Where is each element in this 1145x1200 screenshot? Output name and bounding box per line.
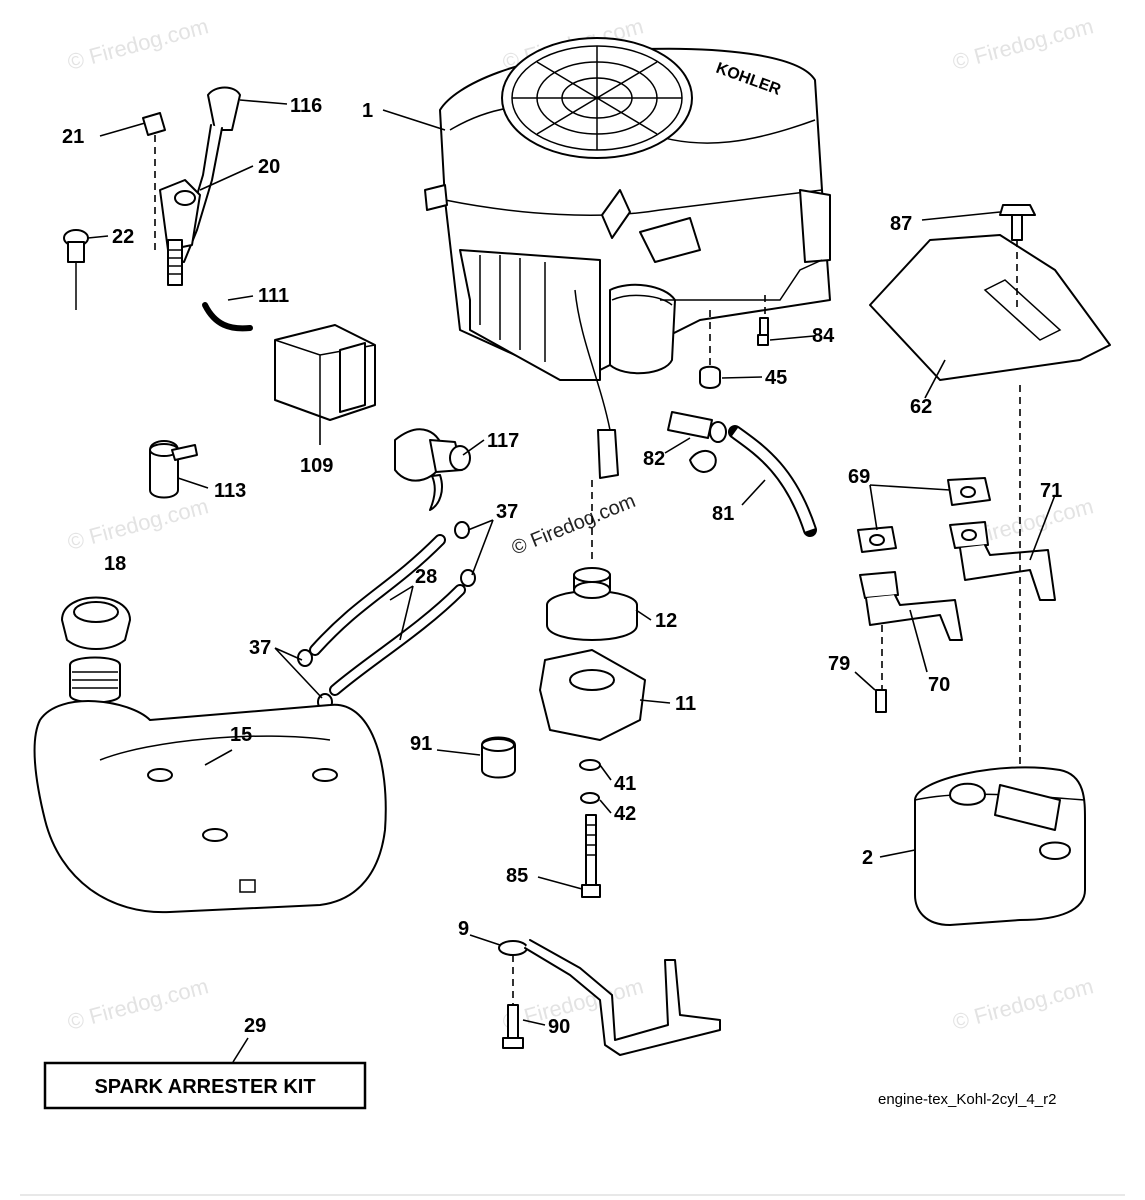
callout-45: 45 (765, 367, 787, 389)
callout-81: 81 (712, 503, 734, 525)
callout-20: 20 (258, 156, 280, 178)
callout-70: 70 (928, 674, 950, 696)
callout-84: 84 (812, 325, 835, 347)
callout-42: 42 (614, 803, 636, 825)
callout-11: 11 (675, 693, 696, 715)
callout-82: 82 (643, 448, 665, 470)
callout-37-left: 37 (249, 637, 271, 659)
callout-62: 62 (910, 396, 932, 418)
spark-arrester-kit-label: SPARK ARRESTER KIT (94, 1076, 315, 1098)
mounting-bracket (498, 939, 721, 1056)
clutch-assembly (539, 480, 646, 898)
callout-109: 109 (300, 455, 333, 477)
engine-illustration: KOHLER (424, 37, 831, 479)
callout-1: 1 (362, 100, 373, 122)
callout-79: 79 (828, 653, 850, 675)
watermark-mid-left: © Firedog.com (65, 493, 211, 555)
callout-116: 116 (290, 95, 322, 117)
callout-22: 22 (112, 226, 134, 248)
callout-113: 113 (214, 480, 246, 502)
fuel-system-parts (394, 411, 817, 537)
callout-90: 90 (548, 1016, 570, 1038)
callout-labels: 1 21 116 20 22 111 109 113 117 37 28 37 … (62, 95, 1062, 1038)
callout-71: 71 (1040, 480, 1062, 502)
watermark-center: © Firedog.com (509, 490, 639, 560)
callout-69: 69 (848, 466, 870, 488)
misc-small-parts (149, 302, 376, 499)
callout-111: 111 (258, 285, 289, 307)
callout-21: 21 (62, 126, 84, 148)
diagram-code: engine-tex_Kohl-2cyl_4_r2 (878, 1091, 1056, 1108)
watermark-top-right: © Firedog.com (950, 13, 1096, 75)
fuel-tank-assembly (33, 596, 387, 914)
watermark-bottom-mid: © Firedog.com (500, 973, 646, 1035)
spark-arrester-kit-box: SPARK ARRESTER KIT (43, 1061, 367, 1110)
callout-91: 91 (410, 733, 432, 755)
fuel-lines (297, 521, 476, 711)
callout-18: 18 (104, 553, 126, 575)
callout-29: 29 (244, 1015, 266, 1037)
callout-15: 15 (230, 724, 252, 746)
watermark-bottom-right: © Firedog.com (950, 973, 1096, 1035)
callout-12: 12 (655, 610, 677, 632)
callout-41: 41 (614, 773, 636, 795)
callout-2: 2 (862, 847, 873, 869)
callout-85: 85 (506, 865, 528, 887)
watermark-top-left: © Firedog.com (65, 13, 211, 75)
callout-9: 9 (458, 918, 469, 940)
exhaust-assembly (699, 204, 1111, 926)
callout-87: 87 (890, 213, 912, 235)
callout-28: 28 (415, 566, 437, 588)
watermark-bottom-left: © Firedog.com (65, 973, 211, 1035)
bushing (481, 736, 516, 779)
leader-lines (87, 99, 1056, 1063)
throttle-control (63, 86, 241, 310)
callout-117: 117 (487, 430, 519, 452)
callout-37-top: 37 (496, 501, 518, 523)
